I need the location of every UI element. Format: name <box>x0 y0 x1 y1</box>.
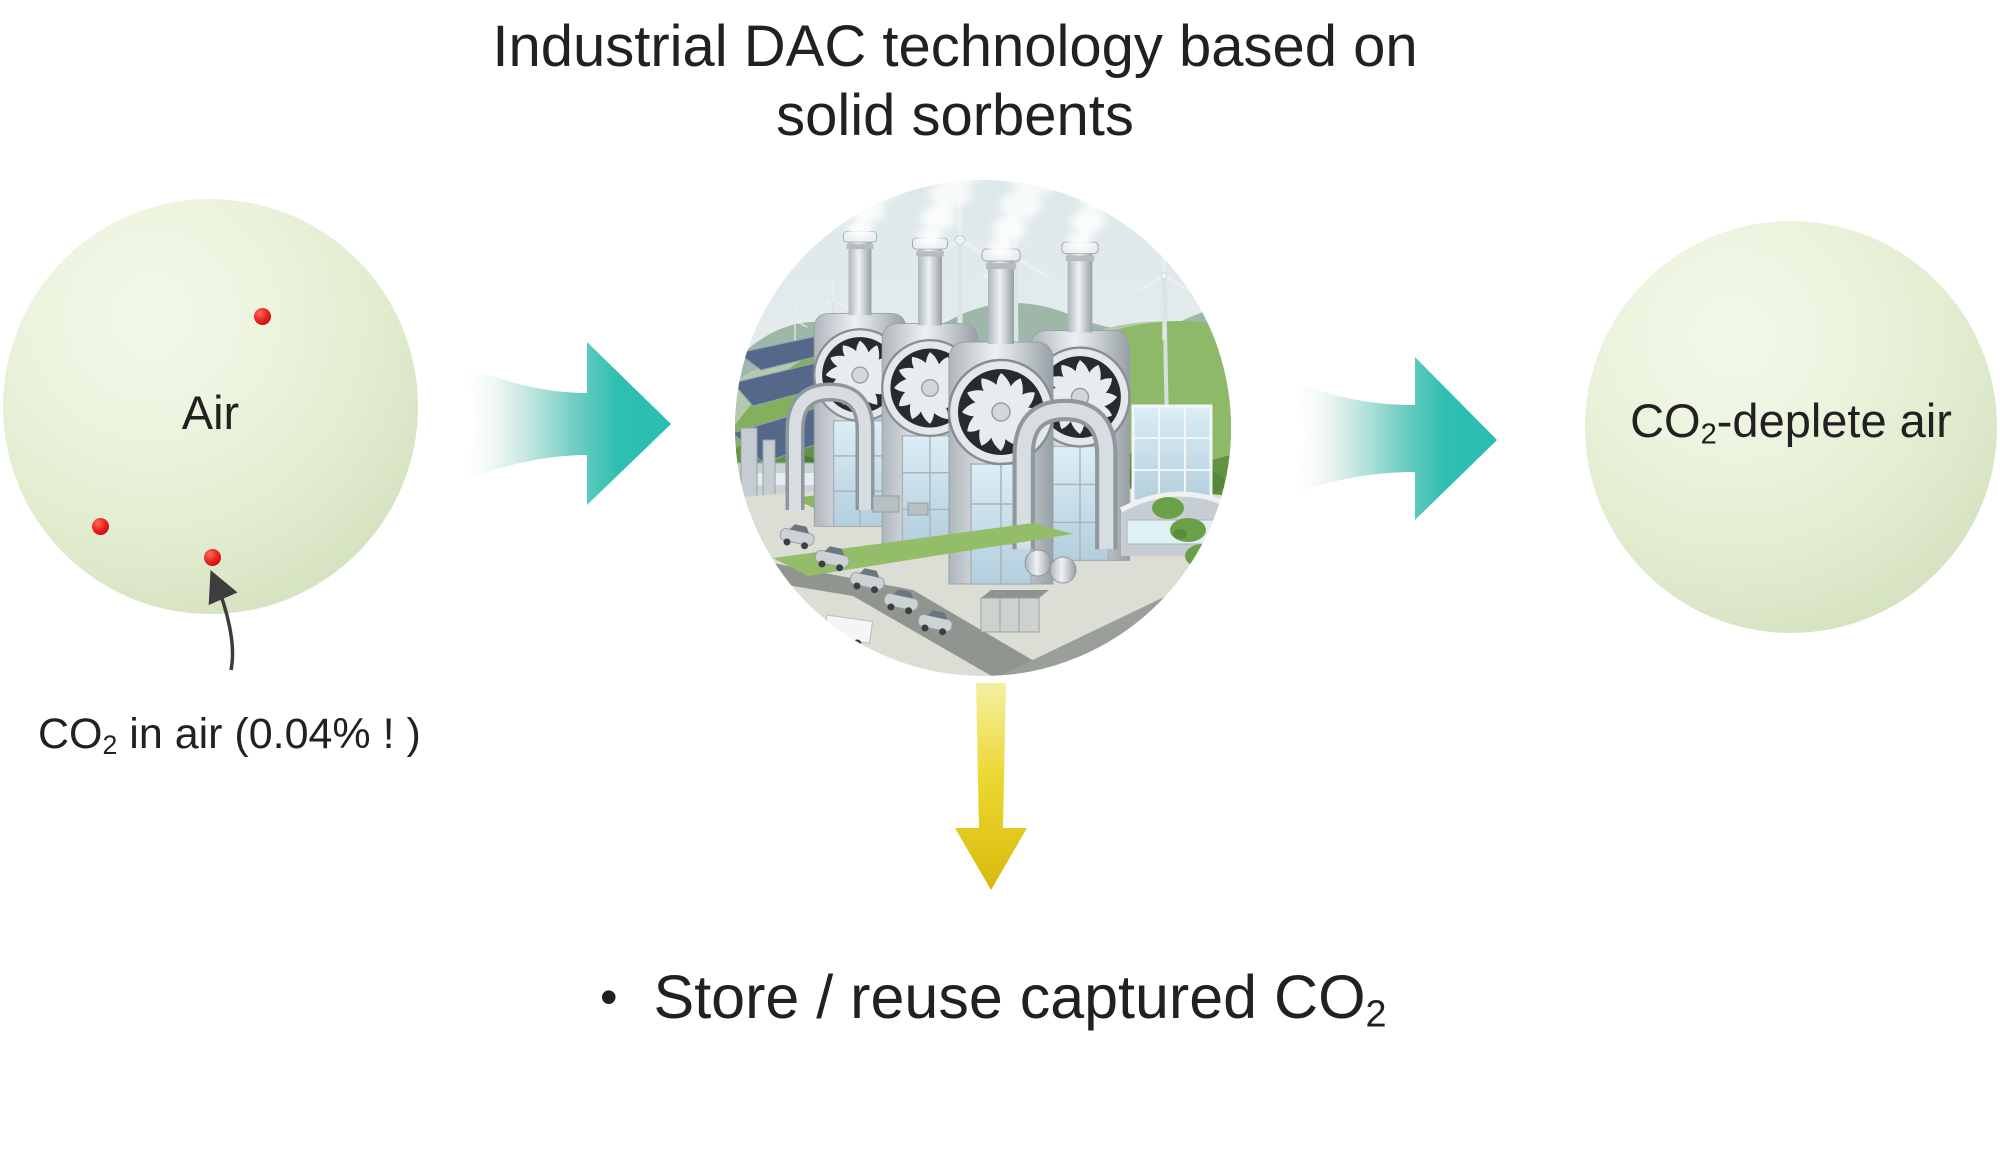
co2-subscript: 2 <box>102 729 118 760</box>
co2-molecule-dot-bottom <box>204 549 221 566</box>
store-base-text: Store / reuse captured CO <box>653 963 1366 1031</box>
air-label: Air <box>181 386 240 439</box>
deplete-rest-text: -deplete air <box>1716 394 1952 447</box>
deplete-subscript: 2 <box>1700 418 1717 451</box>
co2-molecule-dot-left <box>92 518 109 535</box>
dac-facility-image <box>735 180 1231 676</box>
page-title-line2: solid sorbents <box>776 83 1134 148</box>
flow-arrow-right-icon <box>1288 357 1497 520</box>
co2-deplete-label: CO2-deplete air <box>1589 395 1993 460</box>
page-title-line1: Industrial DAC technology based on <box>492 14 1418 79</box>
co2-in-air-label: CO2 in air (0.04% ! ) <box>38 710 421 761</box>
co2-deplete-sphere <box>1585 221 1997 633</box>
store-reuse-bullet-item: • Store / reuse captured CO2 <box>600 962 1387 1036</box>
deplete-base-text: CO <box>1630 394 1701 447</box>
air-sphere <box>3 199 418 614</box>
capture-arrow-down-icon <box>955 683 1027 890</box>
co2-annotation-arrow-icon <box>208 569 238 671</box>
page-title: Industrial DAC technology based on solid… <box>350 12 1560 150</box>
co2-base-text: CO <box>38 710 103 758</box>
co2-molecule-dot-top <box>254 308 271 325</box>
flow-arrow-left-icon <box>458 342 671 505</box>
bullet-marker: • <box>600 969 618 1025</box>
co2-rest-text: in air (0.04% ! ) <box>117 710 421 758</box>
store-subscript: 2 <box>1365 993 1387 1036</box>
